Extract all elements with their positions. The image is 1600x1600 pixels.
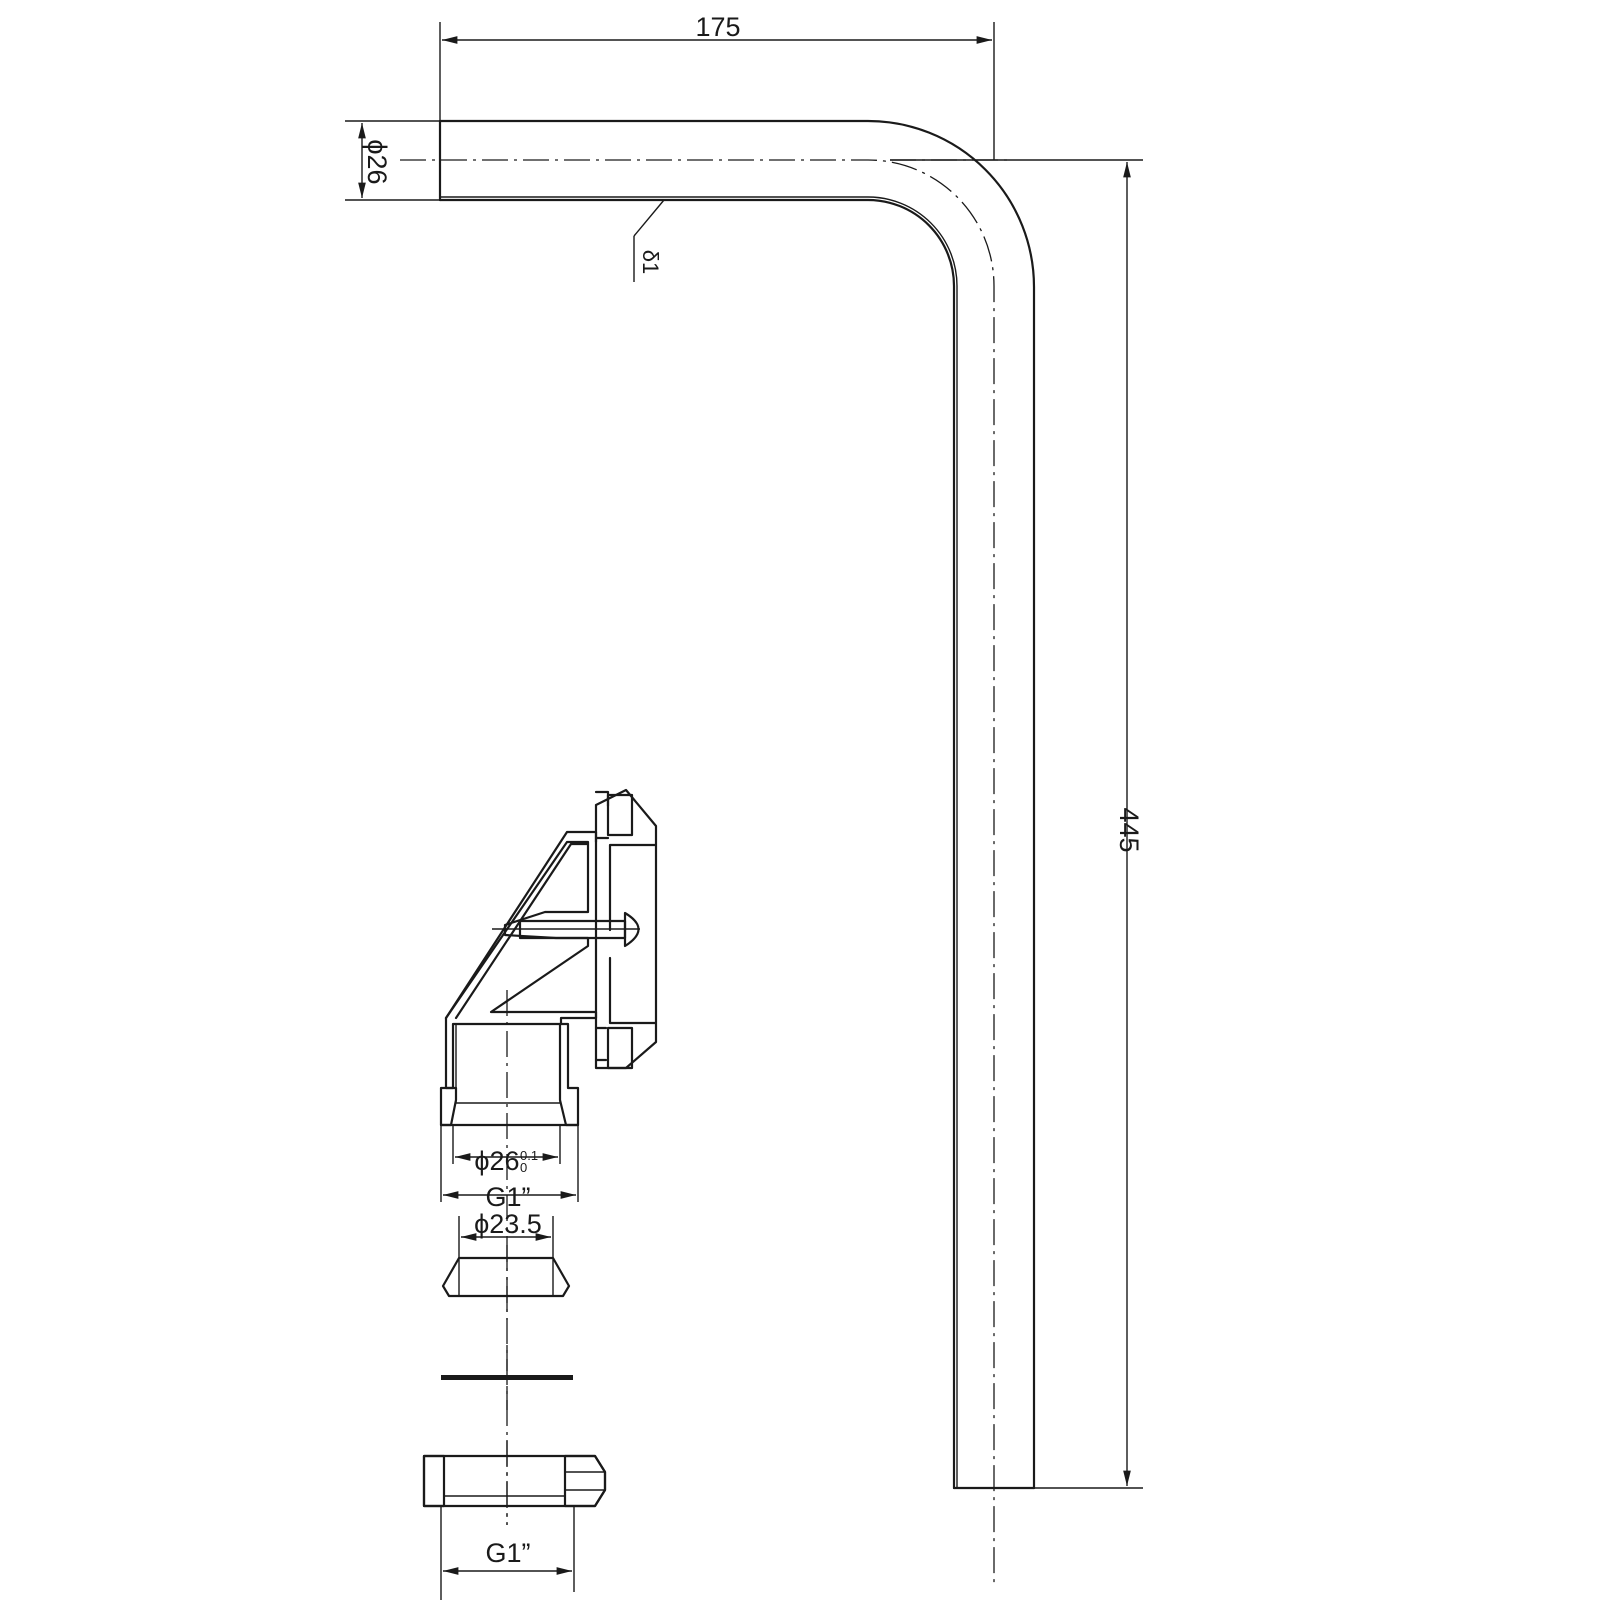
- dim-tolerance-lower: 0: [520, 1160, 527, 1175]
- dimension-thread-lower: G1”: [440, 1506, 575, 1600]
- bore-sleeve-right: [558, 1022, 580, 1127]
- bent-pipe: [400, 119, 1036, 1585]
- lock-nut: [422, 1440, 607, 1525]
- lock-nut-outline: [422, 1454, 607, 1508]
- dim-label-bore: ϕ26: [474, 1146, 519, 1176]
- flange-body: [444, 840, 598, 1090]
- dim-tolerance-upper: 0.1: [520, 1148, 538, 1163]
- pipe-outer-wall: [438, 119, 1036, 1490]
- lock-nut-left-section: [422, 1454, 446, 1508]
- dim-label-tube-diameter: ϕ26: [362, 139, 392, 184]
- wall-flange-assembly: [439, 788, 658, 1525]
- seal-lower-bracket: [594, 1026, 608, 1062]
- pipe-inner-wall-thickness-line: [440, 196, 958, 1488]
- wall-leader-line: [633, 199, 665, 237]
- dimension-445: 445: [890, 159, 1144, 1489]
- dimension-175: 175: [439, 12, 995, 160]
- screw-head: [623, 911, 640, 948]
- bore-sleeve-left: [439, 1086, 458, 1127]
- mounting-screw: [492, 911, 640, 948]
- dim-label-445: 445: [1114, 807, 1144, 852]
- dim-label-seal: ϕ23.5: [474, 1209, 542, 1239]
- seal-ring: ϕ23.5: [441, 1209, 571, 1320]
- cover-plate: [594, 788, 658, 1070]
- wall-thickness-callout: δ1: [633, 199, 665, 282]
- pipe-centerline: [400, 159, 995, 1585]
- flange-slope-inner: [454, 842, 590, 1020]
- dim-label-thread-lower: G1”: [485, 1538, 530, 1568]
- dimension-bore: ϕ26 0.1 0: [452, 1125, 561, 1176]
- lock-nut-right-section: [563, 1454, 607, 1508]
- gasket: [441, 1345, 573, 1410]
- dim-label-175: 175: [695, 12, 740, 42]
- seal-ring-body: [441, 1256, 571, 1298]
- pipe-inner-wall: [438, 198, 956, 1490]
- seal-lower: [606, 1026, 634, 1070]
- seal-upper-bracket: [594, 790, 610, 840]
- dim-label-thread-upper: G1”: [485, 1182, 530, 1212]
- wall-thickness-label: δ1: [638, 250, 663, 274]
- seal-upper: [606, 793, 634, 837]
- dimension-tube-diameter: ϕ26: [345, 120, 440, 201]
- dimension-thread-upper: G1”: [440, 1125, 579, 1212]
